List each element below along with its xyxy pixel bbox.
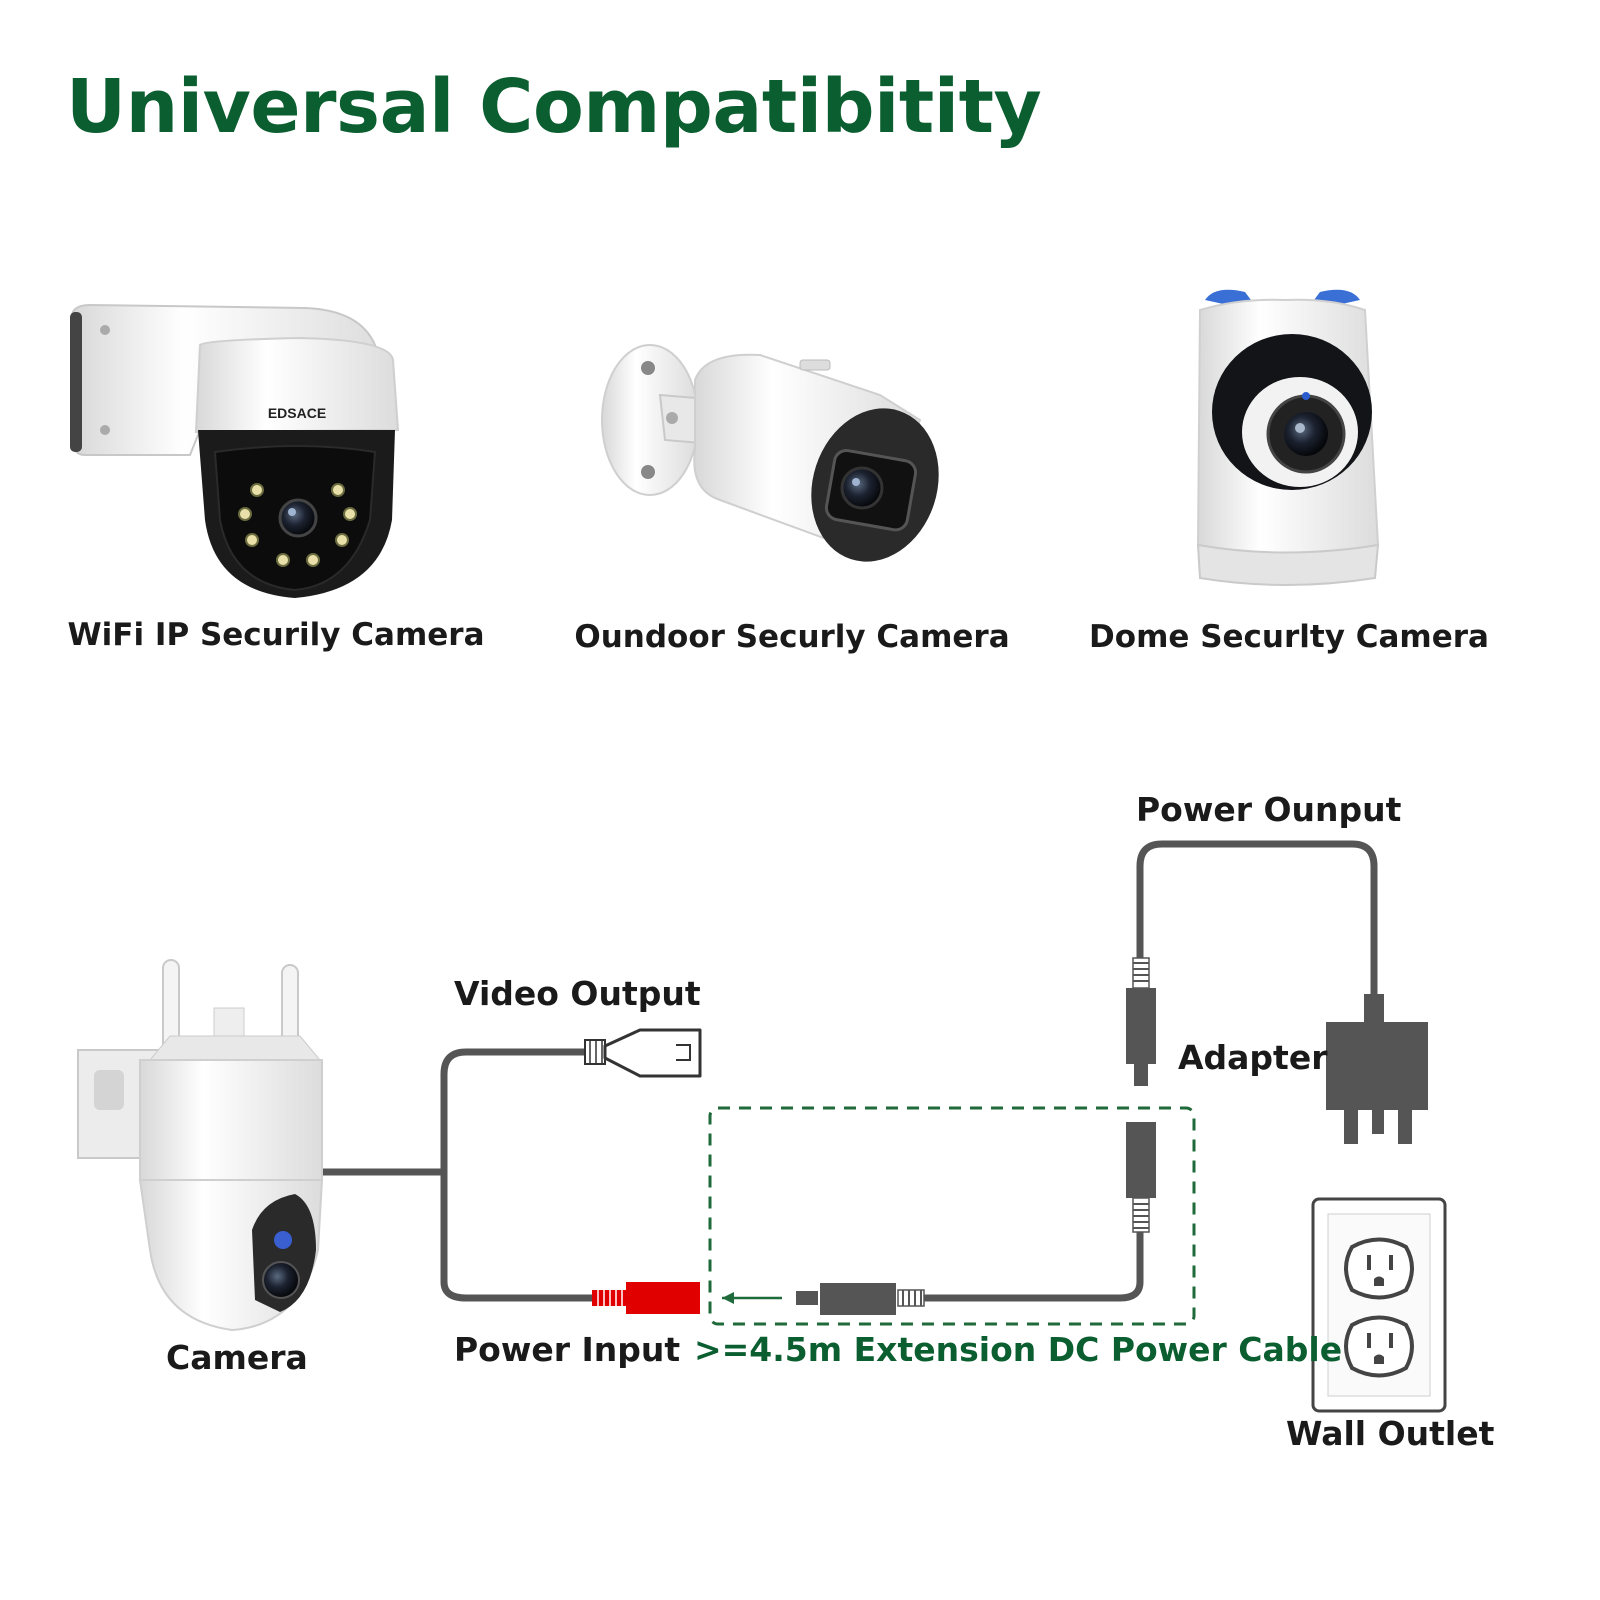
power-output-label: Power Ounput (1136, 790, 1402, 829)
extension-male-plug (796, 1283, 925, 1315)
cable-lines (318, 840, 1378, 1302)
camera-label-dome: Dome Securlty Camera (1089, 619, 1489, 655)
brand-logo: EDSACE (268, 405, 326, 421)
camera-label-outdoor: Oundoor Securly Camera (574, 619, 1010, 655)
diagram-camera-image (77, 959, 324, 1332)
video-output-label: Video Output (454, 974, 701, 1013)
page-title: Universal Compatibitity (66, 64, 1042, 150)
power-input-plug (592, 1282, 700, 1314)
adapter-dc-plug (1126, 957, 1156, 1086)
wall-outlet-label: Wall Outlet (1286, 1414, 1495, 1453)
extension-cable-label: >=4.5m Extension DC Power Cable (694, 1330, 1343, 1369)
camera-label-wifi: WiFi IP Securily Camera (67, 617, 485, 653)
camera-label: Camera (166, 1338, 308, 1377)
adapter-label: Adapter (1178, 1038, 1328, 1077)
bullet-camera-image (601, 344, 939, 562)
extension-cable-box (708, 1106, 1196, 1326)
arrow-left-icon (722, 1292, 782, 1304)
ptz-camera-image: EDSACE (70, 303, 400, 598)
power-input-label: Power Input (454, 1330, 681, 1369)
extension-female-connector (1126, 1122, 1156, 1233)
wall-outlet-icon (1311, 1197, 1447, 1413)
power-adapter-icon (1326, 994, 1428, 1144)
dome-camera-image (1196, 289, 1380, 586)
video-output-connector (584, 1028, 702, 1078)
